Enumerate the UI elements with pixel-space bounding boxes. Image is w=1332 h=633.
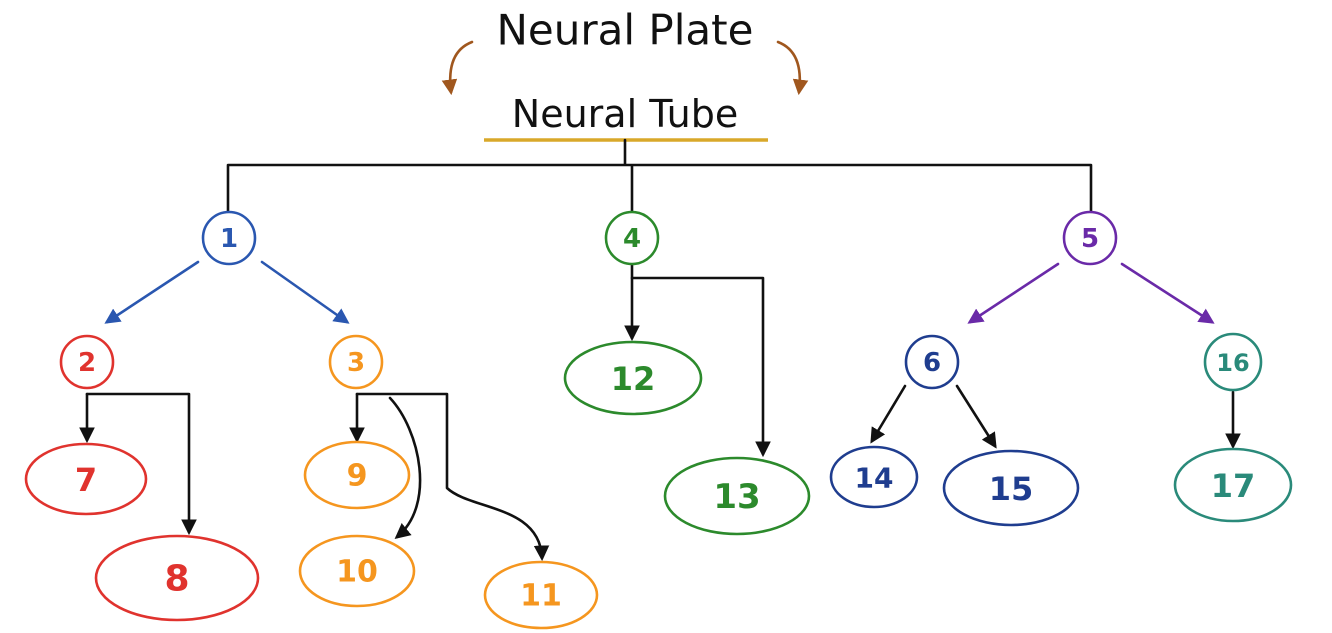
- node-6-label: 6: [923, 348, 941, 378]
- node-1-label: 1: [220, 224, 238, 254]
- node-2: 2: [59, 334, 115, 390]
- node-4-shape: [604, 210, 660, 266]
- edge-1-3: [260, 260, 350, 324]
- bracket-top: [226, 138, 1093, 215]
- node-11: 11: [483, 560, 599, 630]
- node-6-shape: [904, 334, 960, 390]
- node-5: 5: [1062, 210, 1118, 266]
- edge-3-10: [388, 396, 422, 539]
- node-17-label: 17: [1211, 467, 1256, 505]
- node-1-shape: [201, 210, 257, 266]
- node-3-shape: [328, 334, 384, 390]
- node-12-shape: [563, 340, 703, 416]
- edge-4-13: [630, 276, 771, 458]
- node-9-label: 9: [347, 459, 368, 494]
- node-11-label: 11: [520, 579, 562, 614]
- edge-5-16: [1120, 262, 1215, 324]
- node-5-shape: [1062, 210, 1118, 266]
- node-10-label: 10: [336, 555, 378, 590]
- node-15-label: 15: [989, 470, 1034, 508]
- node-8-shape: [94, 534, 260, 622]
- node-13-label: 13: [713, 477, 760, 517]
- curl-arrow-right: [776, 40, 809, 96]
- node-7: 7: [24, 442, 148, 516]
- node-17-shape: [1173, 447, 1293, 523]
- node-2-label: 2: [78, 348, 96, 378]
- node-16-label: 16: [1216, 349, 1249, 377]
- node-14-label: 14: [855, 462, 894, 495]
- diagram-subtitle: Neural Tube: [512, 92, 738, 136]
- edge-1-2: [104, 260, 200, 324]
- node-12: 12: [563, 340, 703, 416]
- edge-2-8: [85, 392, 197, 536]
- node-13: 13: [663, 456, 811, 536]
- node-7-shape: [24, 442, 148, 516]
- node-6: 6: [904, 334, 960, 390]
- edge-5-6: [967, 262, 1060, 324]
- node-2-shape: [59, 334, 115, 390]
- node-10: 10: [298, 534, 416, 608]
- curl-arrow-left: [441, 40, 474, 96]
- node-9-shape: [303, 440, 411, 510]
- node-16: 16: [1203, 332, 1263, 392]
- edge-3-11: [355, 392, 550, 562]
- node-5-label: 5: [1081, 224, 1099, 254]
- node-1: 1: [201, 210, 257, 266]
- diagram-title: Neural Plate: [497, 6, 754, 55]
- node-17: 17: [1173, 447, 1293, 523]
- node-7-label: 7: [75, 461, 97, 499]
- node-13-shape: [663, 456, 811, 536]
- node-16-shape: [1203, 332, 1263, 392]
- node-15: 15: [942, 449, 1080, 527]
- node-11-shape: [483, 560, 599, 630]
- node-12-label: 12: [611, 360, 656, 398]
- edge-6-14: [870, 384, 907, 444]
- node-3-label: 3: [347, 348, 365, 378]
- node-9: 9: [303, 440, 411, 510]
- node-14: 14: [829, 445, 919, 509]
- node-4: 4: [604, 210, 660, 266]
- node-3: 3: [328, 334, 384, 390]
- node-14-shape: [829, 445, 919, 509]
- edge-6-15: [955, 384, 997, 449]
- node-15-shape: [942, 449, 1080, 527]
- node-8: 8: [94, 534, 260, 622]
- node-8-label: 8: [164, 559, 189, 600]
- node-4-label: 4: [623, 224, 641, 254]
- node-10-shape: [298, 534, 416, 608]
